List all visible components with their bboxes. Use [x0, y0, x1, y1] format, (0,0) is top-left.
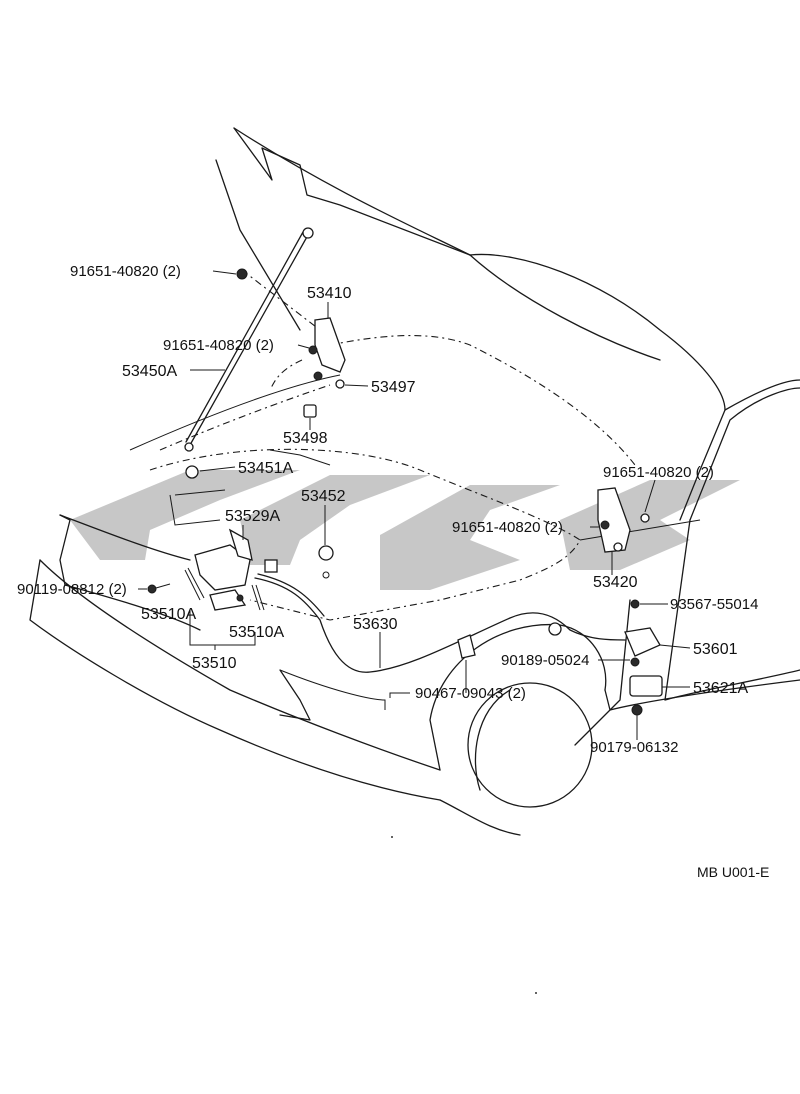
label-lever: 53601 — [693, 641, 738, 658]
label-cushion-53497: 53497 — [371, 379, 416, 396]
label-bracket: 53621A — [693, 680, 748, 697]
label-cushion-53452: 53452 — [301, 488, 346, 505]
label-bolt-lock: 90119-08812 (2) — [17, 581, 127, 598]
label-bolt-hinge-right-upper: 91651-40820 (2) — [603, 464, 714, 481]
hood-support-rod — [184, 227, 321, 452]
label-hinge-right: 53420 — [593, 574, 638, 591]
release-cable — [254, 573, 626, 673]
hood-lock — [147, 528, 278, 611]
label-bolt-hinge-left: 91651-40820 (2) — [163, 337, 274, 354]
label-bolt-hinge-right-lower: 91651-40820 (2) — [452, 519, 563, 536]
label-spring-right: 53510A — [229, 624, 284, 641]
label-lock-assy: 53510 — [192, 655, 237, 672]
scan-speck — [391, 836, 393, 838]
label-nut-90179: 90179-06132 — [590, 739, 678, 756]
label-clip-90467: 90467-09043 (2) — [415, 685, 526, 702]
label-cable: 53630 — [353, 616, 398, 633]
label-bolt-top-left: 91651-40820 (2) — [70, 263, 181, 280]
cushion-holder — [185, 465, 334, 579]
label-nut-90189: 90189-05024 — [501, 652, 589, 669]
label-spring-left: 53510A — [141, 606, 196, 623]
reference-code: MB U001-E — [697, 864, 769, 880]
label-screw-93567: 93567-55014 — [670, 596, 758, 613]
label-support-rod: 53450A — [122, 363, 177, 380]
leader-lines — [138, 270, 691, 740]
label-hinge-left: 53410 — [307, 285, 352, 302]
scan-speck — [535, 992, 537, 994]
part-labels: 91651-40820 (2) 53410 91651-40820 (2) 53… — [17, 263, 758, 756]
label-plate-53529a: 53529A — [225, 508, 280, 525]
label-clip-53498: 53498 — [283, 430, 328, 447]
label-holder-53451a: 53451A — [238, 460, 293, 477]
hinge-left — [236, 268, 346, 418]
hinge-right — [597, 487, 650, 553]
